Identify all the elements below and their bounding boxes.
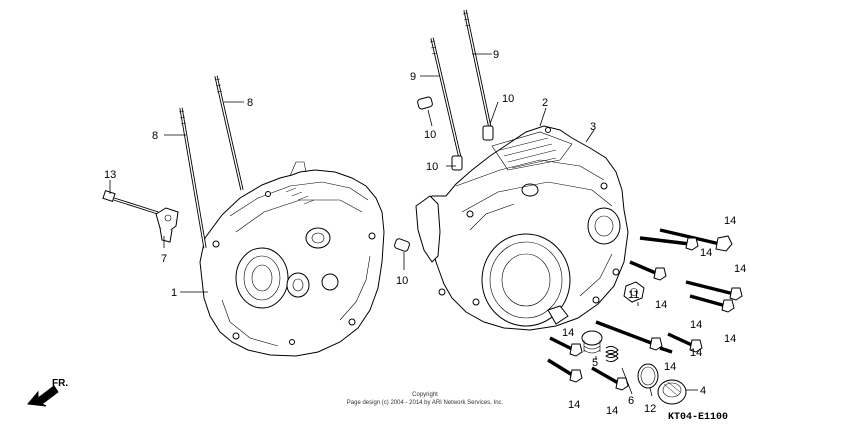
callout-labels: 13 7 1 8 8 9 9 10 10 10 10 2 3 14 14 14 … [104, 49, 746, 417]
callout-10-a: 10 [502, 93, 514, 105]
callout-12: 12 [644, 403, 656, 415]
callout-14-h: 14 [664, 361, 676, 373]
callout-8-a: 8 [152, 130, 158, 142]
callout-5: 5 [592, 357, 598, 369]
bolt-13[interactable] [102, 190, 159, 215]
bolt-14-c[interactable] [629, 260, 667, 281]
spring-6[interactable] [605, 345, 619, 363]
front-direction-arrow-icon [27, 385, 59, 407]
callout-14-a: 14 [724, 215, 736, 227]
leader-lines [109, 53, 698, 397]
callout-14-k: 14 [690, 347, 702, 359]
drain-cap-4[interactable] [657, 379, 687, 405]
nut-11[interactable] [623, 281, 645, 303]
callout-10-c: 10 [426, 161, 438, 173]
callout-14-f: 14 [724, 333, 736, 345]
callout-14-d: 14 [655, 299, 667, 311]
stud-bolt-9-a[interactable] [429, 37, 462, 159]
callout-8-b: 8 [247, 97, 253, 109]
bolt-14-h[interactable] [667, 332, 703, 353]
callout-13: 13 [104, 169, 116, 181]
bolt-14-i[interactable] [547, 358, 583, 383]
bolt-14-g[interactable] [595, 320, 663, 351]
bolt-14-e[interactable] [689, 294, 735, 313]
dowel-pin-10-c[interactable] [451, 155, 463, 171]
bolt-14-f[interactable] [549, 336, 583, 357]
callout-7: 7 [161, 253, 167, 265]
bolt-14-a[interactable] [659, 228, 733, 252]
callout-14-j: 14 [606, 405, 618, 417]
callout-14-b: 14 [700, 247, 712, 259]
callout-9-a: 9 [410, 71, 416, 83]
callout-1: 1 [171, 287, 177, 299]
left-crankcase[interactable] [199, 161, 385, 357]
dowel-pin-10-b[interactable] [482, 125, 494, 141]
callout-14-g: 14 [562, 327, 574, 339]
copyright-line-2: Page design (c) 2004 - 2014 by ARI Netwo… [346, 400, 504, 406]
oil-strainer-spring-5[interactable] [581, 330, 603, 354]
callout-11: 11 [628, 289, 639, 301]
callout-3: 3 [590, 121, 596, 133]
callout-9-b: 9 [493, 49, 499, 61]
bolt-14-d[interactable] [685, 280, 743, 301]
callout-10-d: 10 [396, 275, 408, 287]
callout-14-c: 14 [734, 263, 746, 275]
copyright-line-1: Copyright [412, 392, 438, 398]
right-crankcase[interactable] [415, 125, 629, 331]
stud-bolt-9-b[interactable] [462, 9, 492, 129]
callout-2: 2 [542, 97, 548, 109]
bolt-14-k[interactable] [659, 346, 673, 354]
callout-10-b: 10 [424, 129, 436, 141]
bolt-14-b[interactable] [639, 236, 699, 251]
callout-4: 4 [700, 385, 706, 397]
diagram-reference-code: KT04-E1100 [668, 412, 729, 423]
bolt-14-j[interactable] [591, 366, 629, 391]
callout-6: 6 [628, 395, 634, 407]
front-direction-label: FR. [52, 378, 69, 389]
stud-bolt-8-b[interactable] [214, 75, 244, 191]
dowel-pin-10-a[interactable] [417, 96, 433, 110]
flange-bolts-14[interactable] [547, 228, 743, 391]
callout-14-i: 14 [568, 399, 580, 411]
o-ring-12[interactable] [637, 363, 659, 389]
callout-14-e: 14 [690, 319, 702, 331]
stud-bolt-8-a[interactable] [178, 107, 207, 249]
dowel-pin-10-d[interactable] [394, 238, 411, 252]
bracket-7[interactable] [155, 207, 179, 243]
